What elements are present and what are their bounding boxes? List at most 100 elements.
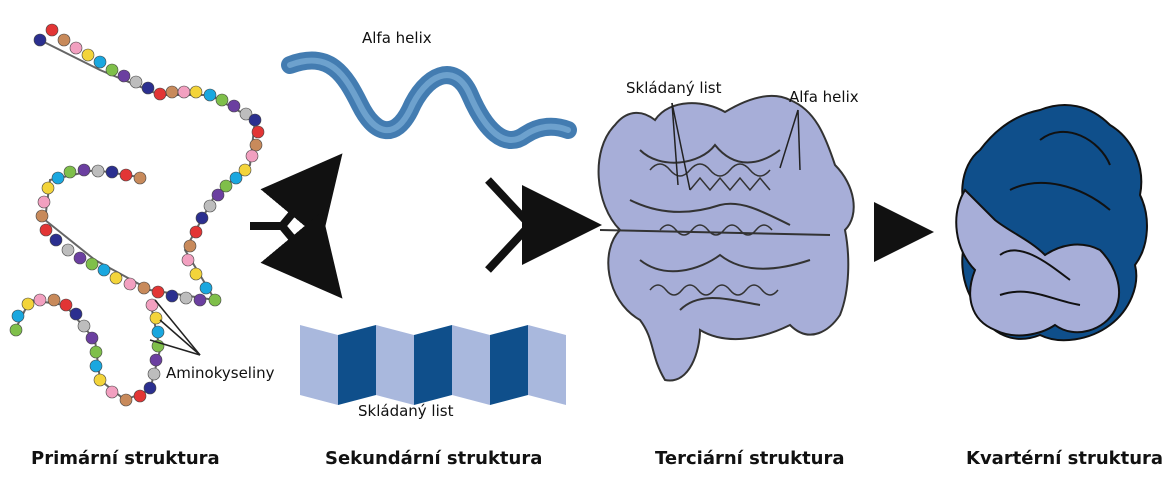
amino-acids-label: Aminokyseliny [166, 364, 275, 382]
amino-acid-bead [110, 272, 122, 284]
amino-acid-bead [148, 368, 160, 380]
amino-acid-bead [228, 100, 240, 112]
amino-acid-bead [70, 308, 82, 320]
amino-acid-bead [190, 226, 202, 238]
amino-acid-bead [34, 34, 46, 46]
amino-acid-bead [58, 34, 70, 46]
amino-acid-bead [152, 286, 164, 298]
beta-sheet-segment [300, 325, 338, 405]
amino-acid-bead [94, 374, 106, 386]
amino-acid-bead [120, 169, 132, 181]
tertiary-structure [599, 96, 854, 381]
amino-acid-bead [90, 346, 102, 358]
amino-acid-bead [204, 89, 216, 101]
secondary-structure-caption: Sekundární struktura [325, 448, 542, 469]
amino-acid-bead [64, 166, 76, 178]
tertiary-sheet-label: Skládaný list [626, 79, 721, 97]
amino-acid-bead [50, 234, 62, 246]
amino-acid-bead [34, 294, 46, 306]
amino-acid-bead [22, 298, 34, 310]
amino-acid-bead [212, 189, 224, 201]
amino-acid-bead [182, 254, 194, 266]
amino-acid-bead [134, 172, 146, 184]
beta-sheet-segment [528, 325, 566, 405]
amino-acid-bead [184, 240, 196, 252]
beta-sheet-label: Skládaný list [358, 402, 453, 420]
amino-acid-bead [150, 312, 162, 324]
amino-acid-bead [196, 212, 208, 224]
amino-acid-bead [74, 252, 86, 264]
amino-acid-bead [36, 210, 48, 222]
split-arrow [250, 178, 322, 274]
amino-acid-bead [98, 264, 110, 276]
amino-acid-bead [230, 172, 242, 184]
amino-acid-bead [178, 86, 190, 98]
amino-acid-bead [38, 196, 50, 208]
amino-acid-bead [180, 292, 192, 304]
amino-acid-bead [86, 332, 98, 344]
amino-acid-bead [86, 258, 98, 270]
amino-acid-bead [166, 290, 178, 302]
amino-acid-bead [216, 94, 228, 106]
amino-acid-bead [150, 354, 162, 366]
amino-acid-bead [144, 382, 156, 394]
beta-sheet-segment [338, 325, 376, 405]
amino-acid-bead [246, 150, 258, 162]
amino-acid-bead [82, 49, 94, 61]
amino-acid-bead [250, 139, 262, 151]
amino-acid-bead [40, 224, 52, 236]
amino-acid-bead [134, 390, 146, 402]
amino-acid-bead [124, 278, 136, 290]
bead-chain-line [15, 40, 255, 400]
tertiary-helix-label: Alfa helix [789, 88, 859, 106]
amino-acid-bead [42, 182, 54, 194]
beta-sheet-segment [490, 325, 528, 405]
alpha-helix-label: Alfa helix [362, 29, 432, 47]
amino-acid-bead [142, 82, 154, 94]
beta-sheet [300, 325, 566, 405]
beta-sheet-segment [376, 325, 414, 405]
amino-acid-bead [190, 268, 202, 280]
alpha-helix-ribbon [290, 61, 568, 141]
amino-acid-bead [249, 114, 261, 126]
amino-acid-bead [154, 88, 166, 100]
amino-acid-bead [166, 86, 178, 98]
amino-acid-bead [209, 294, 221, 306]
amino-acid-bead [138, 282, 150, 294]
amino-acid-bead [90, 360, 102, 372]
primary-structure [10, 24, 264, 406]
amino-acid-bead [118, 70, 130, 82]
beta-sheet-segment [414, 325, 452, 405]
amino-acid-bead [94, 56, 106, 68]
amino-acid-bead [106, 386, 118, 398]
amino-acid-bead [78, 164, 90, 176]
amino-acid-bead [10, 324, 22, 336]
amino-acid-beads [10, 24, 264, 406]
amino-acid-bead [60, 299, 72, 311]
amino-acid-bead [106, 64, 118, 76]
amino-acid-bead [92, 165, 104, 177]
amino-acid-bead [130, 76, 142, 88]
tertiary-structure-caption: Terciární struktura [655, 448, 845, 469]
amino-acid-bead [46, 24, 58, 36]
quaternary-structure-caption: Kvartérní struktura [966, 448, 1163, 469]
primary-structure-caption: Primární struktura [31, 448, 220, 469]
amino-acid-bead [152, 326, 164, 338]
amino-acid-bead [12, 310, 24, 322]
amino-acid-bead [120, 394, 132, 406]
amino-acid-bead [52, 172, 64, 184]
amino-acid-bead [252, 126, 264, 138]
amino-acid-bead [70, 42, 82, 54]
amino-acid-bead [62, 244, 74, 256]
beta-sheet-segment [452, 325, 490, 405]
quaternary-structure [956, 105, 1147, 340]
amino-acid-bead [200, 282, 212, 294]
amino-acid-bead [48, 294, 60, 306]
amino-acid-bead [78, 320, 90, 332]
amino-acid-bead [106, 166, 118, 178]
merge-arrow [488, 180, 570, 270]
amino-acid-bead [194, 294, 206, 306]
amino-acid-bead [190, 86, 202, 98]
